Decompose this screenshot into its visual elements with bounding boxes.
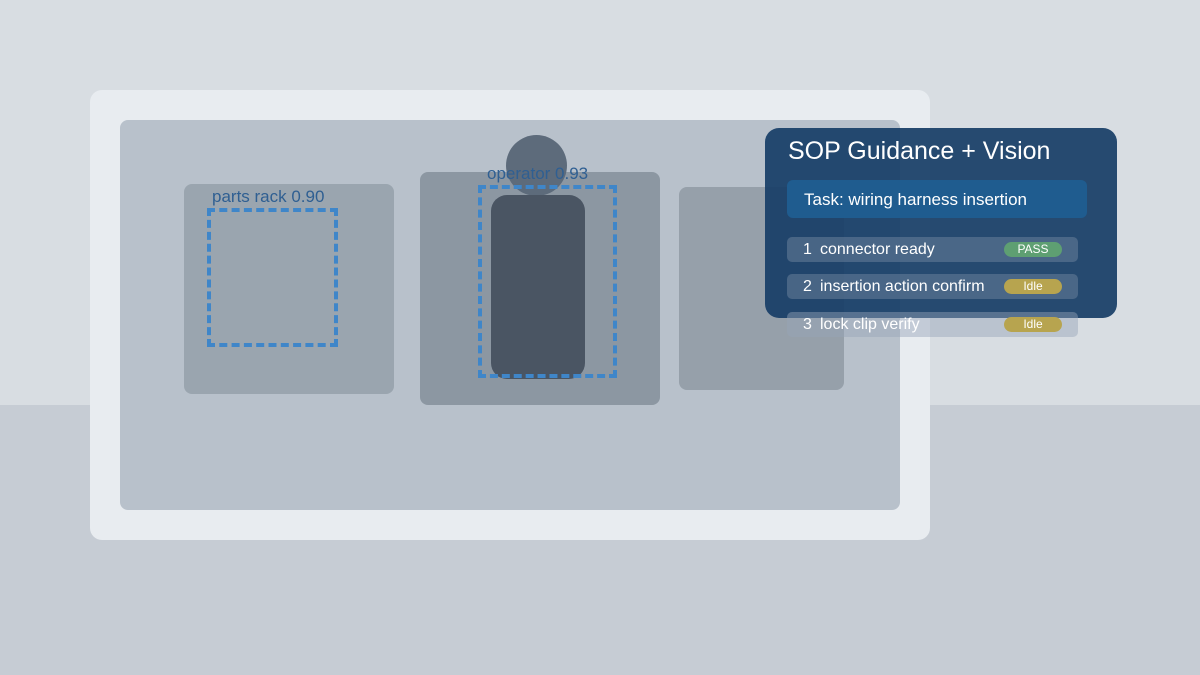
step-number: 1 bbox=[803, 241, 812, 258]
step-number: 2 bbox=[803, 278, 812, 295]
operator-detection-label: operator 0.93 bbox=[487, 164, 589, 183]
step-label: insertion action confirm bbox=[820, 278, 985, 295]
status-badge-pass: PASS bbox=[1004, 242, 1062, 257]
step-number: 3 bbox=[803, 316, 812, 333]
step-row-lock-clip-verify[interactable]: 3 lock clip verify Idle bbox=[787, 312, 1078, 337]
status-badge-idle: Idle bbox=[1004, 317, 1062, 332]
operator-detection-box[interactable] bbox=[478, 185, 617, 378]
step-row-connector-ready[interactable]: 1 connector ready PASS bbox=[787, 237, 1078, 262]
status-badge-idle: Idle bbox=[1004, 279, 1062, 294]
step-label: connector ready bbox=[820, 241, 935, 258]
step-label: lock clip verify bbox=[820, 316, 920, 333]
parts-rack-detection-box[interactable] bbox=[207, 208, 338, 347]
task-box bbox=[787, 180, 1087, 218]
step-row-insertion-action-confirm[interactable]: 2 insertion action confirm Idle bbox=[787, 274, 1078, 299]
parts-rack-detection-label: parts rack 0.90 bbox=[212, 187, 325, 206]
parts-rack-zone bbox=[184, 184, 394, 394]
task-label: Task: wiring harness insertion bbox=[804, 190, 1027, 209]
panel-title: SOP Guidance + Vision bbox=[788, 137, 1051, 165]
operator-body bbox=[491, 195, 585, 379]
